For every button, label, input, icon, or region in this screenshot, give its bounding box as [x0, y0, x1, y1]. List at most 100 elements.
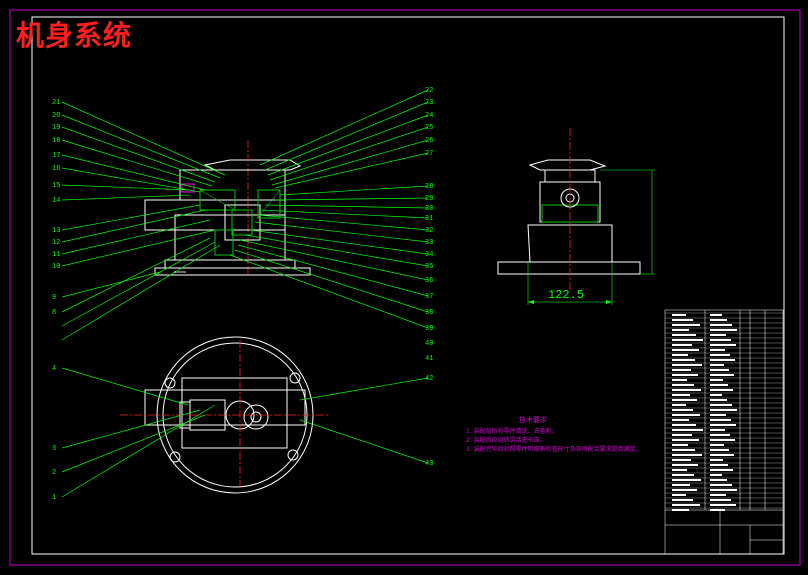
- bom-row-text: [672, 499, 693, 501]
- bom-row-material: [710, 334, 726, 336]
- bom-row-material: [710, 444, 724, 446]
- requirement-1: 1. 装配前所有零件清洗、去毛刺。: [466, 428, 558, 435]
- bom-row-text: [672, 484, 690, 486]
- callout-16: 16: [52, 165, 60, 173]
- bom-row-material: [710, 424, 736, 426]
- bom-row-text: [672, 444, 688, 446]
- bom-row-material: [710, 319, 727, 321]
- callout-18: 18: [52, 137, 60, 145]
- callout-40: 40: [425, 340, 433, 348]
- callout-36: 36: [425, 277, 433, 285]
- bom-row-material: [710, 354, 730, 356]
- bom-row-text: [672, 324, 700, 326]
- bom-row-material: [710, 449, 729, 451]
- callout-29: 29: [425, 195, 433, 203]
- bom-row-material: [710, 369, 729, 371]
- callout-37: 37: [425, 293, 433, 301]
- callout-28: 28: [425, 183, 433, 191]
- bom-row-text: [672, 319, 693, 321]
- bom-row-text: [672, 419, 689, 421]
- callout-8: 8: [52, 309, 56, 317]
- callout-10: 10: [52, 263, 60, 271]
- bom-row-text: [672, 354, 688, 356]
- bom-row-text: [672, 379, 687, 381]
- callout-33: 33: [425, 239, 433, 247]
- callout-23: 23: [425, 99, 433, 107]
- bom-row-material: [710, 409, 737, 411]
- bom-row-text: [672, 384, 694, 386]
- callout-17: 17: [52, 152, 60, 160]
- dimension-label: 122.5: [548, 288, 584, 302]
- bom-row-material: [710, 404, 732, 406]
- leader-lines-right: [229, 89, 429, 329]
- bom-row-text: [672, 364, 702, 366]
- front-view: ====: [144, 140, 311, 276]
- requirement-2: 2. 装配后应运转灵活无卡滞。: [466, 437, 546, 444]
- top-view: [120, 336, 330, 494]
- callout-43: 43: [425, 460, 433, 468]
- callout-35: 35: [425, 263, 433, 271]
- callout-4: 4: [52, 365, 56, 373]
- bom-row-material: [710, 349, 725, 351]
- bom-table: [664, 309, 784, 555]
- callout-34: 34: [425, 251, 433, 259]
- callout-3: 3: [52, 445, 56, 453]
- bom-row-text: [672, 494, 686, 496]
- callout-2: 2: [52, 469, 56, 477]
- bom-row-text: [672, 464, 698, 466]
- bom-row-material: [710, 459, 723, 461]
- callout-11: 11: [52, 251, 60, 259]
- bom-row-text: [672, 414, 700, 416]
- bom-rows: [665, 312, 783, 511]
- side-view: [497, 128, 655, 305]
- bom-row-text: [672, 454, 702, 456]
- leader-lines-bottom: [61, 367, 429, 498]
- bom-row-text: [672, 449, 695, 451]
- bom-row-text: [672, 474, 694, 476]
- bom-row-material: [710, 454, 734, 456]
- bom-row-text: [672, 334, 696, 336]
- bom-row-text: [672, 369, 691, 371]
- callout-32: 32: [425, 227, 433, 235]
- bom-row-text: [672, 404, 686, 406]
- drawing-frame: [31, 16, 785, 555]
- bom-row-material: [710, 329, 737, 331]
- bom-row-text: [672, 339, 703, 341]
- bom-row-material: [710, 389, 733, 391]
- callout-12: 12: [52, 239, 60, 247]
- bom-row-text: [672, 439, 699, 441]
- bom-row-text: [672, 314, 686, 316]
- callout-27: 27: [425, 150, 433, 158]
- bom-row-material: [710, 434, 730, 436]
- bom-row-material: [710, 384, 728, 386]
- callout-9: 9: [52, 294, 56, 302]
- page-title: 机身系统: [16, 19, 133, 52]
- callout-25: 25: [425, 124, 433, 132]
- bom-row-material: [710, 469, 733, 471]
- callout-31: 31: [425, 215, 433, 223]
- bom-row-material: [710, 339, 731, 341]
- callout-24: 24: [425, 112, 433, 120]
- bom-row-material: [710, 394, 722, 396]
- callout-39: 39: [425, 325, 433, 333]
- bom-row-material: [710, 324, 732, 326]
- callout-22: 22: [425, 87, 433, 95]
- bom-row-text: [672, 359, 695, 361]
- bom-row-material: [710, 344, 736, 346]
- callout-14: 14: [52, 197, 60, 205]
- requirements-heading: 技术要求: [519, 416, 547, 424]
- bom-row-material: [710, 484, 732, 486]
- bom-row-text: [672, 424, 696, 426]
- bom-row-text: [672, 434, 692, 436]
- callout-38: 38: [425, 309, 433, 317]
- bom-row-material: [710, 379, 723, 381]
- callout-19: 19: [52, 124, 60, 132]
- bom-row-material: [710, 489, 737, 491]
- bom-row-material: [710, 374, 734, 376]
- bom-row-text: [672, 394, 690, 396]
- callout-labels: 2120191817161514131211109822232425262728…: [52, 87, 433, 502]
- bom-row-text: [672, 374, 698, 376]
- bom-row-text: [672, 344, 692, 346]
- svg-text:====: ====: [174, 270, 186, 276]
- bom-row-material: [710, 479, 727, 481]
